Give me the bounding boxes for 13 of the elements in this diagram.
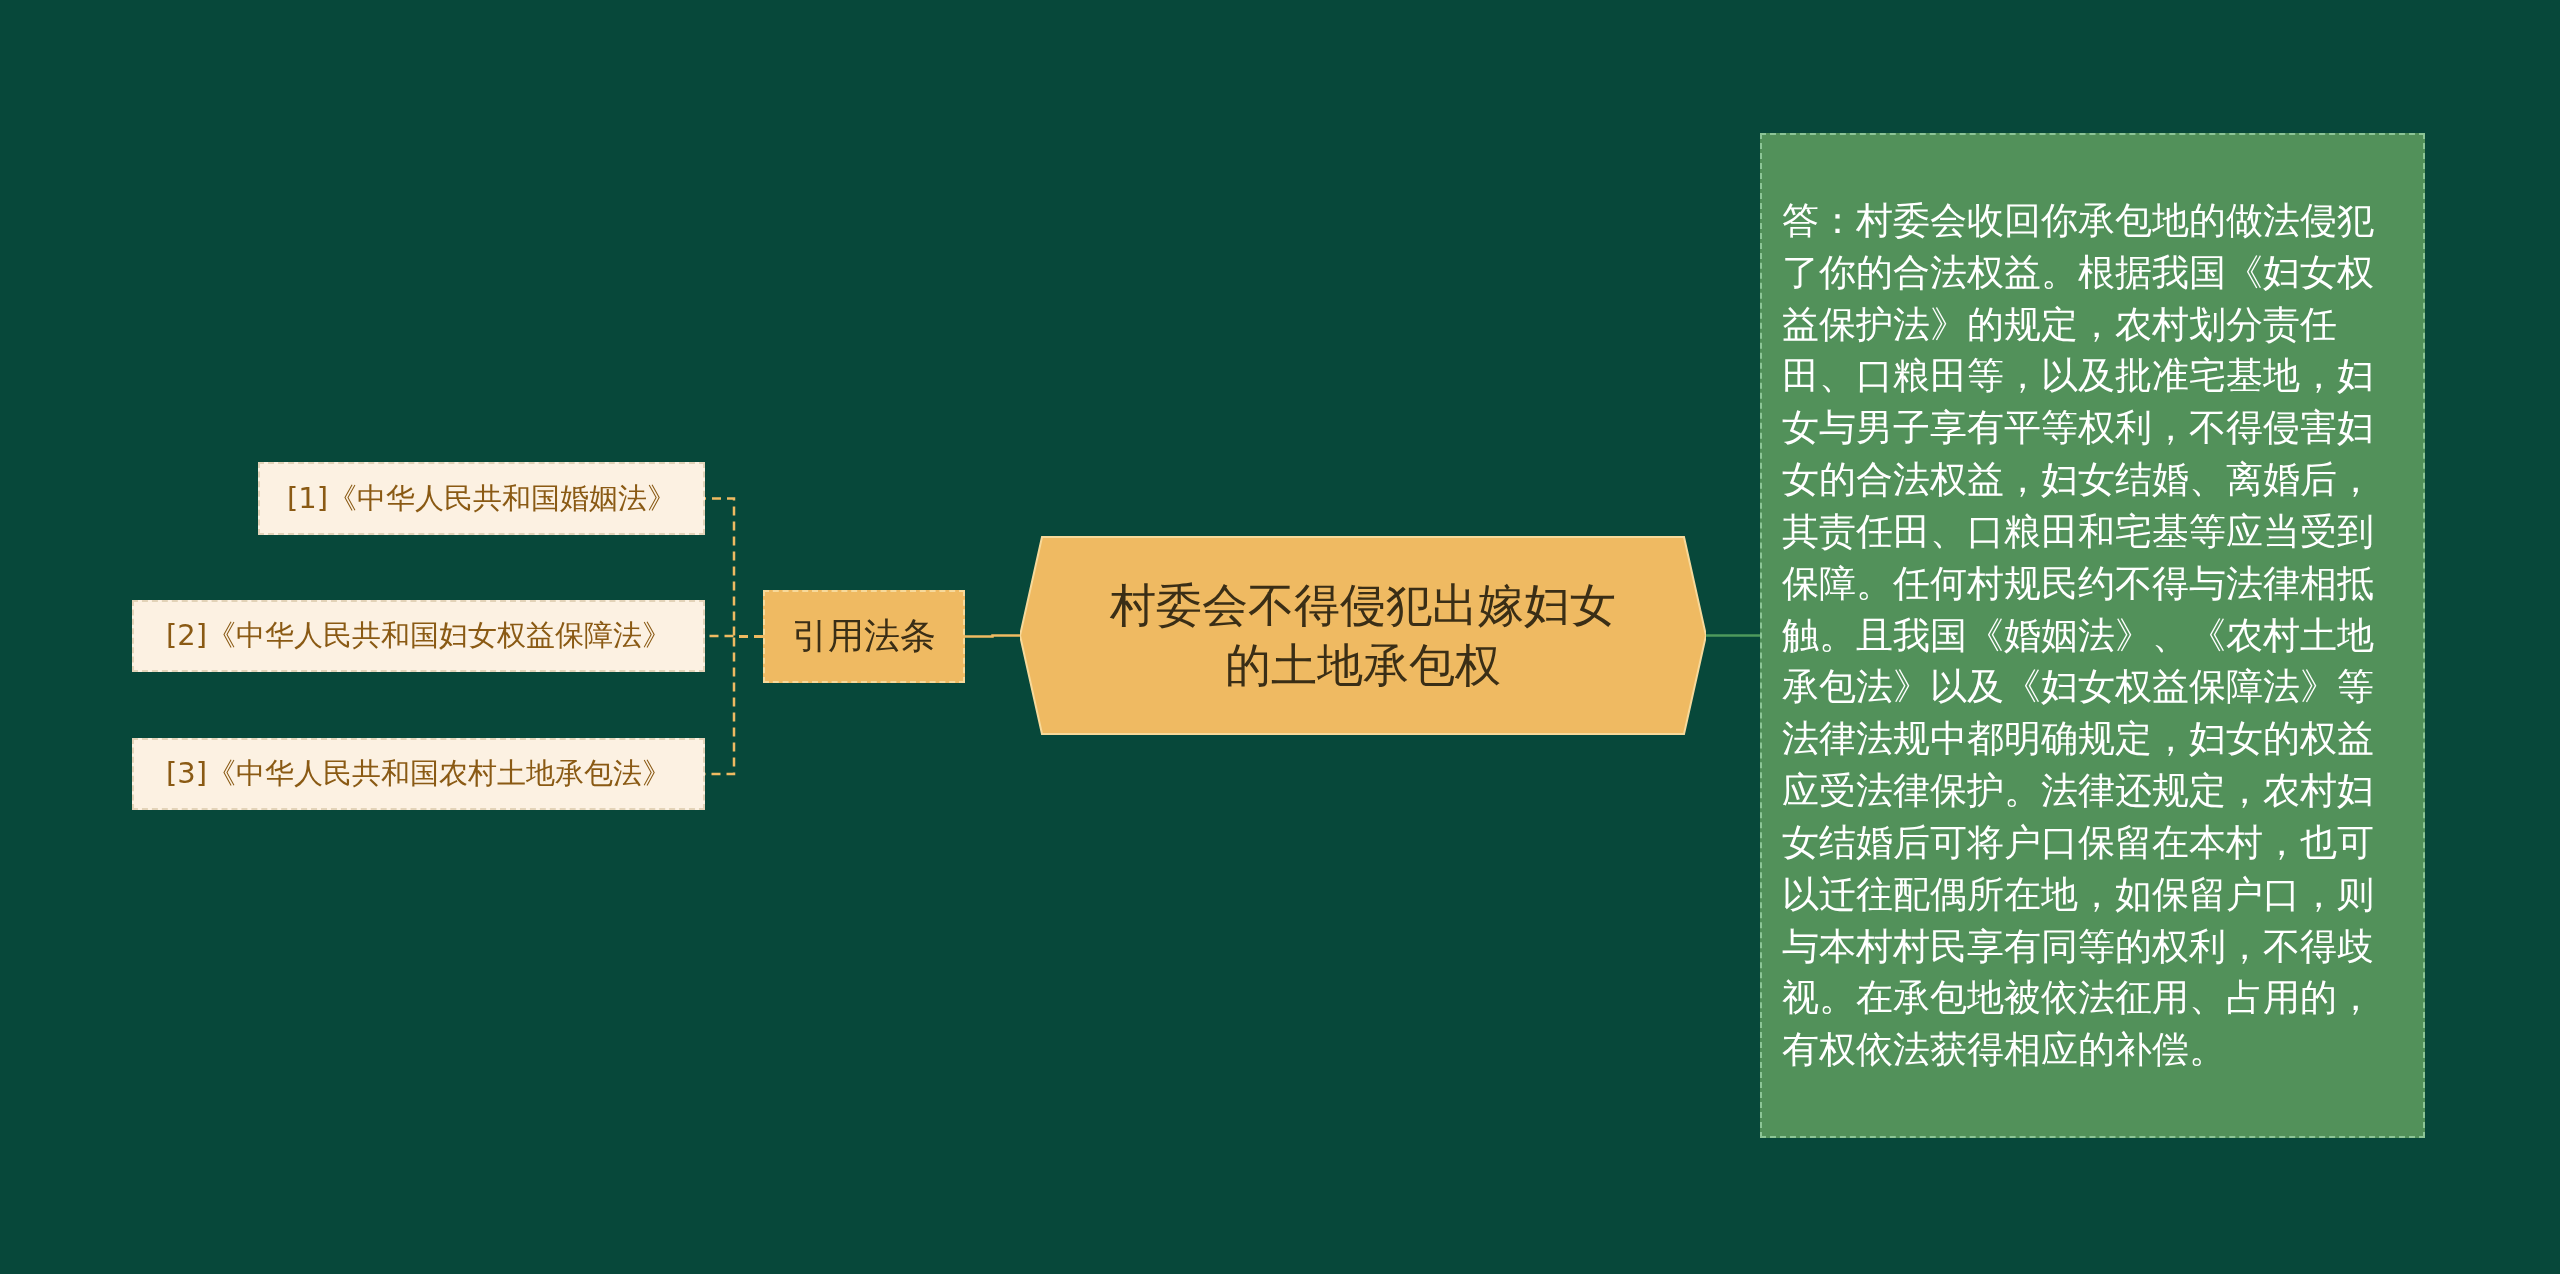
branch-text: 引用法条 [792, 614, 936, 659]
answer-box [1760, 133, 2425, 1138]
branch-text: [1]《中华人民共和国婚姻法》 [286, 479, 677, 517]
reference-box [132, 600, 705, 672]
connector-line [1706, 634, 1760, 637]
topic-text: 村委会不得侵犯出嫁妇女的土地承包权 [1109, 576, 1617, 694]
branch-text: [3]《中华人民共和国农村土地承包法》 [165, 755, 672, 793]
reference-box [132, 738, 705, 810]
connector-line [965, 634, 1020, 638]
answer-text: 答：村委会收回你承包地的做法侵犯了你的合法权益。根据我国《妇女权益保护法》的规定，农村划分责任田、口粮田等，以及批准宅基地，妇女与男子享有平等权利，不得侵害妇女的合法权益，妇女结婚、离婚后，其责任田、口粮田和宅基等应当受到保障。任何村规民约不得与法律相抵触。且我国《婚姻法》、《农村土地承包法》以及《妇女权益保障法》等法律法规中都明确规定，妇女的权益应受法律保护。法律还规定，农村妇女结婚后可将户口保留在本村，也可以迁往配偶所在地，如保留户口，则与本村村民享有同等的权利，不得歧视。在承包地被依法征用、占用的，有权依法获得相应的补偿。 [1782, 197, 2375, 1074]
branch-text: [2]《中华人民共和国妇女权益保障法》 [165, 617, 672, 655]
branch-box [763, 590, 965, 683]
reference-box [258, 462, 705, 535]
